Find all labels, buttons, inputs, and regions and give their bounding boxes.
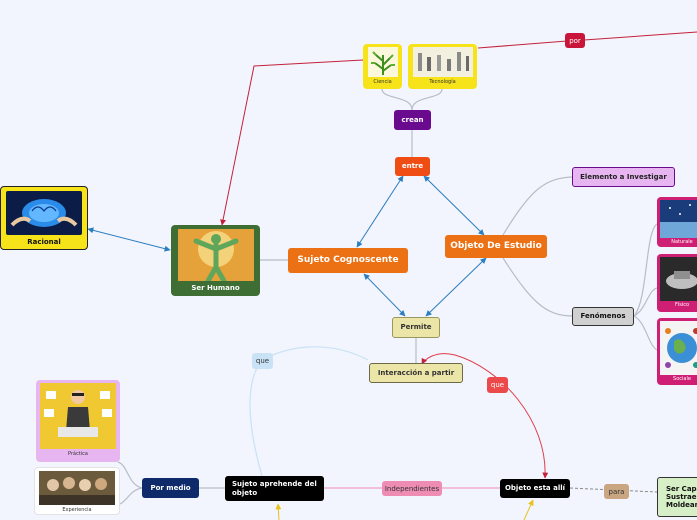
tools-image [412,47,473,77]
group-image [39,471,115,505]
experiencia-label: Experiencia [62,507,92,513]
entre-label: entre [401,162,424,171]
link-fenomenos-fisicos [633,287,658,317]
sujeto-aprehende-node[interactable]: Sujeto aprehende del objeto [225,476,324,501]
practica-node[interactable]: Práctica [36,380,120,462]
link-bottom-left [275,503,282,520]
link-objeto-permite [425,257,487,317]
para-label: para [608,487,625,496]
link-sujeto-permite [363,273,406,317]
experiencia-node[interactable]: Experiencia [34,467,120,515]
link-objeto-fenomenos [502,257,573,317]
practica-label: Práctica [68,451,88,457]
por-label: por [569,36,581,45]
ser-humano-node[interactable]: Ser Humano [171,225,260,296]
naturales-label: Naturale [671,239,693,245]
objeto-esta-alli-node[interactable]: Objeto esta allí [500,479,570,498]
que-red-node[interactable]: que [487,377,508,393]
ser-capaz-line2: Sustraer [666,492,697,501]
fisicos-node[interactable]: Físico [657,254,697,312]
link-para [569,487,658,493]
interaccion-a-partir-node[interactable]: Interacción a partir [369,363,463,383]
objeto-esta-alli-label: Objeto esta allí [504,484,566,493]
que-red-label: que [490,381,505,389]
businessman-image [40,383,116,449]
por-medio-label: Por medio [150,483,191,492]
ser-capaz-node[interactable]: Ser Capa Sustraer Moldear [657,477,697,517]
tecnologia-node[interactable]: Tecnología [408,44,477,89]
ser-capaz-line1: Ser Capa [666,484,697,493]
link-entre-objeto [423,175,485,236]
crean-node[interactable]: crean [394,110,431,130]
ciencia-label: Ciencia [373,79,392,85]
permite-node[interactable]: Permite [392,317,440,338]
racional-label: Racional [27,238,61,246]
que-blue-node[interactable]: que [252,353,273,369]
sujeto-aprehende-line1: Sujeto aprehende del [232,480,317,489]
link-por [477,31,697,49]
tecnologia-label: Tecnología [429,79,456,85]
sujeto-cognoscente-label: Sujeto Cognoscente [297,255,399,266]
sociales-label: Sociale [673,376,691,382]
fenomenos-node[interactable]: Fenómenos [572,307,634,326]
independientes-node[interactable]: Independientes [382,481,442,496]
link-racional-serhumano [87,227,171,252]
independientes-label: Independientes [384,484,440,493]
vehicle-image [660,257,697,301]
que-blue-label: que [255,357,270,365]
crean-label: crean [401,115,424,124]
link-ciencia-serhumano [220,59,364,226]
space-image [660,200,697,238]
link-bottom-right [523,499,534,520]
sociales-node[interactable]: Sociale [657,318,697,385]
link-entre-sujeto [356,175,404,248]
link-pormedio-experiencia [119,487,143,505]
objeto-de-estudio-label: Objeto De Estudio [450,241,542,252]
human-figure-image [177,229,254,281]
naturales-node[interactable]: Naturale [657,197,697,247]
por-label-node[interactable]: por [565,33,585,48]
link-fenomenos-naturales [633,223,658,317]
elemento-a-investigar-label: Elemento a Investigar [580,172,667,181]
ser-capaz-line3: Moldear [666,501,697,510]
por-medio-node[interactable]: Por medio [142,478,199,498]
permite-label: Permite [400,323,432,332]
fisicos-label: Físico [674,302,690,308]
objeto-de-estudio-node[interactable]: Objeto De Estudio [445,235,547,258]
link-pormedio-practica [117,461,143,489]
link-tecnologia-crean [411,88,443,111]
link-fenomenos-sociales [633,315,658,351]
interaccion-a-partir-label: Interacción a partir [377,368,455,377]
ciencia-node[interactable]: Ciencia [363,44,402,89]
elemento-a-investigar-node[interactable]: Elemento a Investigar [572,167,675,187]
brain-image [6,191,82,235]
link-ciencia-crean [381,88,413,111]
sujeto-aprehende-line2: objeto [232,488,258,497]
para-node[interactable]: para [604,484,629,499]
racional-node[interactable]: Racional [0,186,88,250]
plant-image [367,47,398,77]
ser-humano-label: Ser Humano [191,284,240,292]
entre-node[interactable]: entre [395,157,430,176]
globe-people-image [660,321,697,375]
link-que-red [421,353,549,479]
link-objeto-elemento [502,176,573,236]
sujeto-cognoscente-node[interactable]: Sujeto Cognoscente [288,248,408,273]
fenomenos-label: Fenómenos [580,312,626,321]
